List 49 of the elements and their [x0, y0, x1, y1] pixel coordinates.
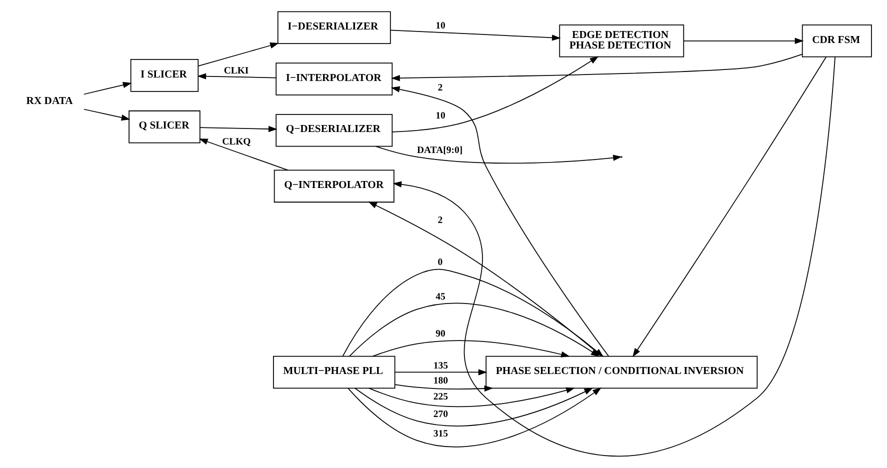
arrow [390, 86, 608, 357]
node-box: I SLICER [130, 59, 198, 92]
arrow [390, 30, 560, 41]
arrow [348, 302, 600, 357]
arrow [198, 42, 278, 66]
edge-label: CLKI [223, 65, 248, 76]
edge-label: 45 [435, 291, 445, 302]
arrow [390, 54, 802, 82]
arrow [354, 388, 593, 426]
edge-label: 10 [435, 20, 445, 32]
arrow [83, 82, 132, 95]
edge-label: 135 [432, 360, 448, 372]
arrow [632, 56, 826, 358]
arrow [392, 56, 835, 457]
arrow [374, 146, 622, 164]
arrow [368, 387, 574, 408]
edge-label: 180 [432, 376, 448, 387]
arrow [368, 202, 602, 357]
edge-label: DATA[9:0] [416, 145, 462, 156]
arrow [196, 73, 276, 80]
edge-label: 2 [437, 215, 442, 226]
edge-label: 225 [432, 392, 448, 403]
node-box: Q SLICER [128, 110, 200, 144]
edge-label: 10 [435, 110, 445, 122]
arrow [199, 126, 277, 132]
arrow [394, 384, 493, 392]
node-box: MULTI−PHASE PLL [272, 356, 395, 389]
arrow [372, 340, 570, 358]
arrow [391, 56, 598, 132]
node-box: Q−DESERIALIZER [275, 114, 392, 147]
node-box: I−INTERPOLATOR [275, 62, 392, 96]
arrow [83, 108, 130, 121]
arrow [682, 38, 804, 44]
edge-label: CLKQ [222, 136, 250, 148]
edge-label: 315 [432, 428, 448, 440]
edge-label: 270 [432, 409, 448, 420]
node-box: CDR FSM [801, 24, 872, 58]
edge-label: 0 [437, 256, 442, 268]
arrow [342, 268, 604, 357]
arrow [394, 369, 487, 376]
node-box: I−DESERIALIZER [276, 11, 390, 44]
node-box: PHASE SELECTION / CONDITIONAL INVERSION [485, 356, 758, 389]
edge-label: 2 [437, 82, 442, 94]
arrow [347, 388, 601, 448]
node-box: Q−INTERPOLATOR [273, 170, 394, 203]
node-text: RX DATA [26, 96, 72, 107]
node-box: EDGE DETECTION PHASE DETECTION [558, 24, 684, 58]
edge-label: 90 [435, 328, 445, 340]
arrow [198, 138, 288, 171]
